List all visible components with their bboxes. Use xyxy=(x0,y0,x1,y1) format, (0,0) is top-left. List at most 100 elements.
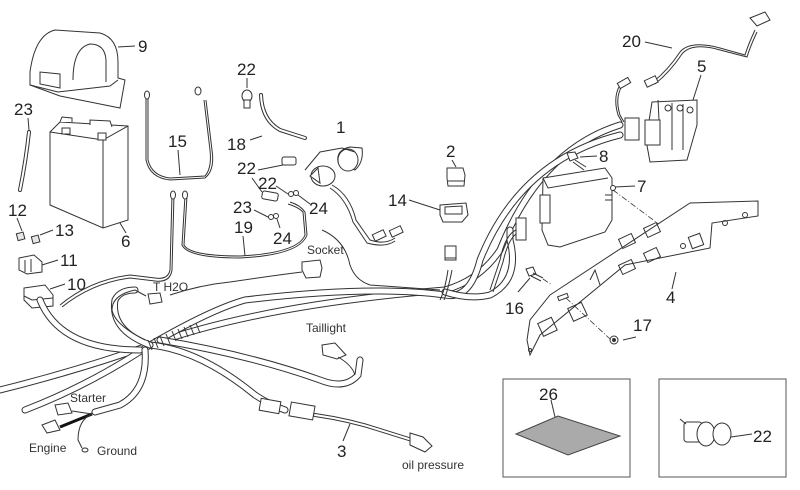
starter-connector xyxy=(54,402,73,416)
callout-14: 14 xyxy=(388,191,407,210)
leader-12 xyxy=(16,217,23,232)
temp-sensor-connector xyxy=(147,292,163,305)
leader-16 xyxy=(517,277,531,293)
leader-8 xyxy=(579,155,598,158)
leader-19 xyxy=(242,235,246,257)
leader-23a xyxy=(275,185,289,195)
inset-gasket-sheet: 26 xyxy=(502,378,631,478)
bolt-22c xyxy=(261,190,279,202)
callout-23b: 23 xyxy=(233,198,252,217)
callout-5: 5 xyxy=(697,57,706,76)
leader-4 xyxy=(671,271,677,290)
washer-24a xyxy=(293,190,299,196)
callout-16: 16 xyxy=(505,299,524,318)
callout-24b: 24 xyxy=(273,229,292,248)
washer-24b xyxy=(273,213,279,219)
leader-25 xyxy=(27,117,30,131)
label-oil-pressure: oil pressure xyxy=(402,458,464,472)
label-engine: Engine xyxy=(29,441,67,455)
leader-5 xyxy=(692,74,702,101)
oil-connector-b xyxy=(288,401,316,421)
cable-20 xyxy=(652,29,756,83)
leader-14 xyxy=(408,199,441,211)
callout-11: 11 xyxy=(60,251,78,270)
relay-wire xyxy=(331,184,396,243)
callout-25: 23 xyxy=(14,100,33,119)
regulator-connector xyxy=(624,117,640,141)
leader-17 xyxy=(622,336,637,341)
leader-23b xyxy=(253,209,269,218)
battery-cable-15 xyxy=(145,95,214,181)
leader-13 xyxy=(39,229,54,236)
leader-22b xyxy=(257,164,284,171)
fuse-box xyxy=(18,254,54,309)
callout-6: 6 xyxy=(121,232,130,251)
leader-20 xyxy=(644,41,673,49)
callout-13: 13 xyxy=(55,221,74,240)
callout-26: 26 xyxy=(539,385,558,404)
callout-12: 12 xyxy=(8,201,27,220)
callout-18: 18 xyxy=(227,135,246,154)
washer-23a xyxy=(288,191,294,197)
leader-22c xyxy=(730,433,753,438)
washer-23b xyxy=(268,214,274,220)
callout-22a: 22 xyxy=(237,60,256,79)
leader-11 xyxy=(41,259,59,266)
callout-10: 10 xyxy=(67,275,86,294)
label-starter: Starter xyxy=(70,391,106,405)
callout-3: 3 xyxy=(337,442,346,461)
leader-7 xyxy=(614,185,636,188)
bolt-8 xyxy=(566,151,587,171)
callout-22c: 22 xyxy=(753,427,772,446)
leader-24b xyxy=(276,218,281,229)
leader-26 xyxy=(550,399,556,418)
callout-22b: 22 xyxy=(237,159,256,178)
leader-2 xyxy=(451,159,457,168)
relay-2 xyxy=(446,167,466,187)
label-taillight: Taillight xyxy=(306,321,347,335)
callout-19: 19 xyxy=(234,218,253,237)
battery-cover xyxy=(29,29,126,109)
taillight-connector xyxy=(321,342,347,360)
sensor-plug xyxy=(749,11,771,27)
callout-1: 1 xyxy=(336,118,345,137)
callout-4: 4 xyxy=(666,288,675,307)
leader-6 xyxy=(119,222,127,234)
bolt-22b xyxy=(281,156,297,166)
mounting-plate-4 xyxy=(526,200,759,357)
relay-holder-14 xyxy=(439,202,469,223)
leader-24a xyxy=(297,194,311,205)
callout-7: 7 xyxy=(637,177,646,196)
oil-connector-a xyxy=(258,397,282,415)
leader-1 xyxy=(304,147,343,171)
battery xyxy=(49,116,129,229)
callout-20: 20 xyxy=(622,32,641,51)
ecu-connector xyxy=(515,217,527,241)
oil-pressure-sensor xyxy=(409,432,433,453)
socket-connector xyxy=(301,259,323,279)
connector-14 xyxy=(444,245,457,261)
callout-24a: 24 xyxy=(309,199,328,218)
engine-connector xyxy=(41,419,61,434)
leader-9 xyxy=(117,45,136,48)
cable-19 xyxy=(181,195,308,259)
callout-17: 17 xyxy=(633,316,652,335)
leader-15 xyxy=(177,149,181,176)
voltage-regulator-5 xyxy=(644,99,698,163)
fuse-12 xyxy=(15,231,26,242)
leader-18 xyxy=(249,135,263,141)
callout-2: 2 xyxy=(446,142,455,161)
leader-10 xyxy=(49,283,66,290)
callout-23a: 22 xyxy=(258,174,277,193)
bolt-16 xyxy=(525,266,544,282)
label-t-h2o: T H2O xyxy=(153,280,188,294)
control-unit-7 xyxy=(539,167,616,248)
label-socket: Socket xyxy=(307,243,344,257)
battery-negative-wire xyxy=(59,194,173,306)
callout-8: 8 xyxy=(599,147,608,166)
callout-15: 15 xyxy=(168,132,187,151)
starter-relay xyxy=(309,146,363,187)
callout-9: 9 xyxy=(138,37,147,56)
